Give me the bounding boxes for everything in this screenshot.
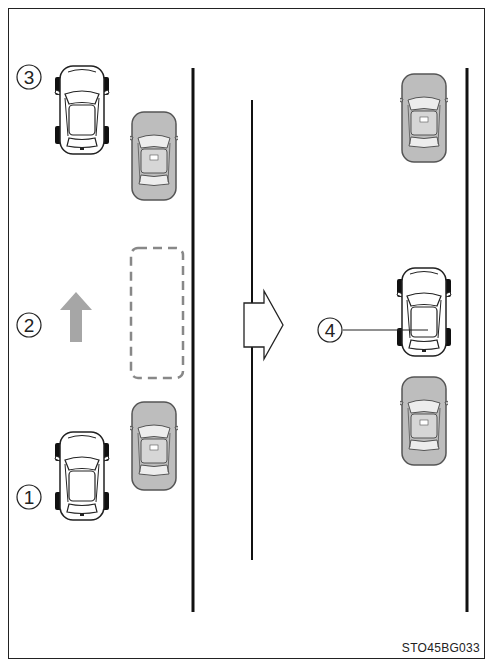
callout-number: 1 — [17, 488, 41, 507]
figure-code: STO45BG033 — [402, 642, 480, 654]
callout-number: 4 — [318, 321, 342, 340]
callout-number: 2 — [17, 316, 41, 335]
callout-number: 3 — [17, 68, 41, 87]
